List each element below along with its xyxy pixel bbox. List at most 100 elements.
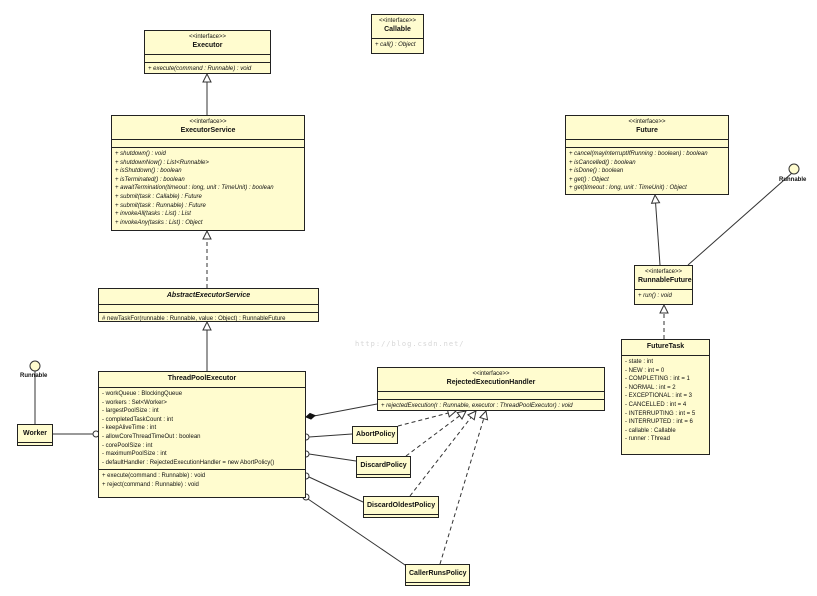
runnable-label-left: Runnable <box>20 373 48 379</box>
operation: + invokeAll(tasks : List) : List <box>115 211 191 218</box>
attributes-section: - workQueue : BlockingQueue - workers : … <box>99 388 305 471</box>
operation: + rejectedExecution(r : Runnable, execut… <box>381 403 573 409</box>
operation: + submit(task : Callable) : Future <box>115 193 202 200</box>
stereotype: <<interface>> <box>472 371 510 377</box>
operation: + invokeAny(tasks : List) : Object <box>115 219 203 226</box>
stereotype: <<interface>> <box>378 18 417 24</box>
attribute: - workQueue : BlockingQueue <box>102 391 183 397</box>
operations-section: + run() : void <box>635 290 692 303</box>
attribute: - completedTaskCount : int <box>102 416 174 423</box>
runnable-lollipop-left <box>29 360 41 372</box>
operation: + get() : Object <box>569 176 609 183</box>
attribute: - COMPLETING : int = 1 <box>625 376 690 383</box>
class-worker[interactable]: Worker <box>17 424 53 446</box>
class-header: <<interface>> RunnableFuture <box>635 266 692 290</box>
operation: + shutdown() : void <box>115 151 166 157</box>
class-discard-oldest-policy[interactable]: DiscardOldestPolicy <box>363 496 439 518</box>
class-header: <<interface>> ExecutorService <box>112 116 304 140</box>
attributes-section <box>99 305 318 313</box>
class-header: Worker <box>18 425 52 443</box>
class-rejected-execution-handler[interactable]: <<interface>> RejectedExecutionHandler +… <box>377 367 605 411</box>
attribute: - runner : Thread <box>625 436 670 443</box>
operation: + execute(command : Runnable) : void <box>102 473 206 480</box>
attribute: - allowCoreThreadTimeOut : boolean <box>102 433 201 440</box>
attribute: - INTERRUPTING : int = 5 <box>625 410 696 417</box>
nesting-discardpolicy <box>308 453 357 462</box>
class-abstract-executor-service[interactable]: AbstractExecutorService # newTaskFor(run… <box>98 288 319 322</box>
class-name: AbortPolicy <box>356 431 396 438</box>
operations-section: + cancel(mayInterruptIfRunning : boolean… <box>566 148 728 195</box>
class-name: AbstractExecutorService <box>166 292 251 299</box>
class-future[interactable]: <<interface>> Future + cancel(mayInterru… <box>565 115 729 195</box>
runnablefuture-runnable-link <box>687 172 793 266</box>
attribute: - EXCEPTIONAL : int = 3 <box>625 393 692 400</box>
realization-abortpolicy <box>397 411 456 427</box>
attribute: - defaultHandler : RejectedExecutionHand… <box>102 459 275 466</box>
class-name: DiscardOldestPolicy <box>367 502 436 509</box>
realization-discardoldestpolicy <box>409 411 476 497</box>
class-header: AbortPolicy <box>353 427 397 444</box>
class-caller-runs-policy[interactable]: CallerRunsPolicy <box>405 564 470 586</box>
attributes-section <box>566 140 728 148</box>
attribute: - largestPoolSize : int <box>102 408 159 415</box>
operations-section: + rejectedExecution(r : Runnable, execut… <box>378 400 604 413</box>
realization-discardpolicy <box>405 411 466 457</box>
class-name: RunnableFuture <box>638 277 692 284</box>
operation: + submit(task : Runnable) : Future <box>115 202 206 209</box>
class-executor[interactable]: <<interface>> Executor + execute(command… <box>144 30 271 74</box>
class-name: Callable <box>384 26 411 33</box>
generalization-runnablefuture-future <box>655 195 661 266</box>
class-name: CallerRunsPolicy <box>409 570 467 577</box>
class-name: ThreadPoolExecutor <box>167 375 237 382</box>
composition-handler <box>313 403 378 417</box>
class-runnable-future[interactable]: <<interface>> RunnableFuture + run() : v… <box>634 265 693 305</box>
attribute: - maximumPoolSize : int <box>102 451 167 458</box>
operations-section: + call() : Object <box>372 39 423 52</box>
watermark: http://blog.csdn.net/ <box>355 340 465 348</box>
operation: + shutdownNow() : List<Runnable> <box>115 159 209 166</box>
class-header: DiscardPolicy <box>357 457 410 475</box>
class-name: Future <box>636 127 658 134</box>
attribute: - callable : Callable <box>625 427 676 434</box>
class-executor-service[interactable]: <<interface>> ExecutorService + shutdown… <box>111 115 305 231</box>
operation: + execute(command : Runnable) : void <box>148 66 252 72</box>
runnable-label-right: Runnable <box>779 177 807 183</box>
class-header: FutureTask <box>622 340 709 356</box>
class-header: <<interface>> Callable <box>372 15 423 39</box>
attribute: - INTERRUPTED : int = 6 <box>625 419 693 426</box>
operation: + get(timeout : long, unit : TimeUnit) :… <box>569 185 687 192</box>
class-abort-policy[interactable]: AbortPolicy <box>352 426 398 444</box>
class-name: RejectedExecutionHandler <box>446 379 536 386</box>
class-header: <<interface>> Executor <box>145 31 270 55</box>
class-header: ThreadPoolExecutor <box>99 372 305 388</box>
operation: + isDone() : boolean <box>569 168 624 175</box>
nesting-discardoldestpolicy <box>308 476 364 503</box>
attribute: - keepAliveTime : int <box>102 425 157 432</box>
class-name: Executor <box>192 42 223 49</box>
class-header: <<interface>> Future <box>566 116 728 140</box>
class-future-task[interactable]: FutureTask - state : int - NEW : int = 0… <box>621 339 710 455</box>
stereotype: <<interface>> <box>189 119 227 125</box>
class-header: AbstractExecutorService <box>99 289 318 305</box>
operations-section: + execute(command : Runnable) : void <box>145 63 270 76</box>
operation: + call() : Object <box>375 42 416 48</box>
class-name: ExecutorService <box>180 127 236 134</box>
operations-section: + execute(command : Runnable) : void + r… <box>99 470 305 491</box>
operation: + reject(command : Runnable) : void <box>102 481 199 488</box>
attribute: - corePoolSize : int <box>102 442 153 449</box>
class-name: FutureTask <box>646 343 685 350</box>
class-discard-policy[interactable]: DiscardPolicy <box>356 456 411 478</box>
operation: # newTaskFor(runnable : Runnable, value … <box>102 316 286 322</box>
class-header: <<interface>> RejectedExecutionHandler <box>378 368 604 392</box>
stereotype: <<interface>> <box>188 34 227 40</box>
attribute: - state : int <box>625 359 654 365</box>
class-callable[interactable]: <<interface>> Callable + call() : Object <box>371 14 424 54</box>
attributes-section <box>378 392 604 400</box>
operations-section: + shutdown() : void + shutdownNow() : Li… <box>112 148 304 229</box>
attributes-section <box>145 55 270 63</box>
class-thread-pool-executor[interactable]: ThreadPoolExecutor - workQueue : Blockin… <box>98 371 306 498</box>
attribute: - NORMAL : int = 2 <box>625 384 676 391</box>
operation: + awaitTermination(timeout : long, unit … <box>115 185 274 192</box>
